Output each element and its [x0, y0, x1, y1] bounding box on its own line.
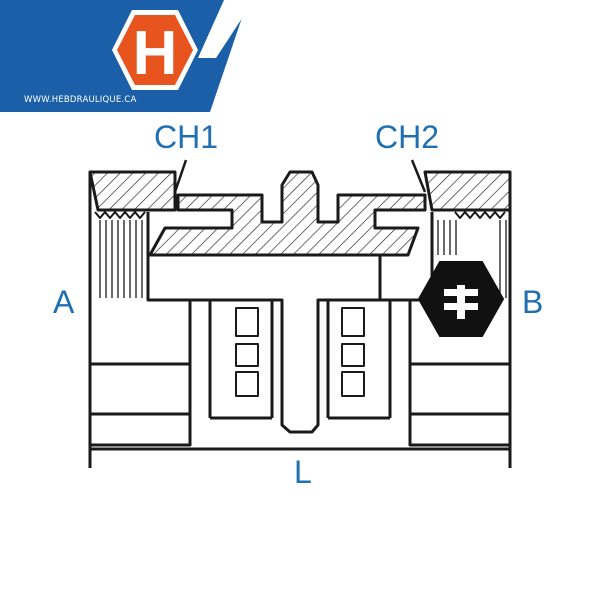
- label-a: A: [53, 284, 75, 320]
- label-l: L: [294, 454, 312, 490]
- label-ch1: CH1: [154, 119, 219, 155]
- label-ch2: CH2: [375, 119, 440, 155]
- logo-letter: H: [133, 19, 178, 88]
- left-nut: [88, 170, 192, 447]
- logo-hexagon: H: [112, 10, 198, 90]
- website-url[interactable]: WWW.HEBDRAULIQUE.CA: [24, 95, 137, 105]
- label-b: B: [522, 284, 544, 320]
- ch-leaders: [173, 159, 427, 193]
- brand-banner: H: [0, 0, 254, 112]
- dimension-line-l: [88, 420, 512, 468]
- center-body: [148, 170, 427, 434]
- hex-nut-icon: [417, 261, 505, 337]
- banner-stripe: [198, 0, 254, 58]
